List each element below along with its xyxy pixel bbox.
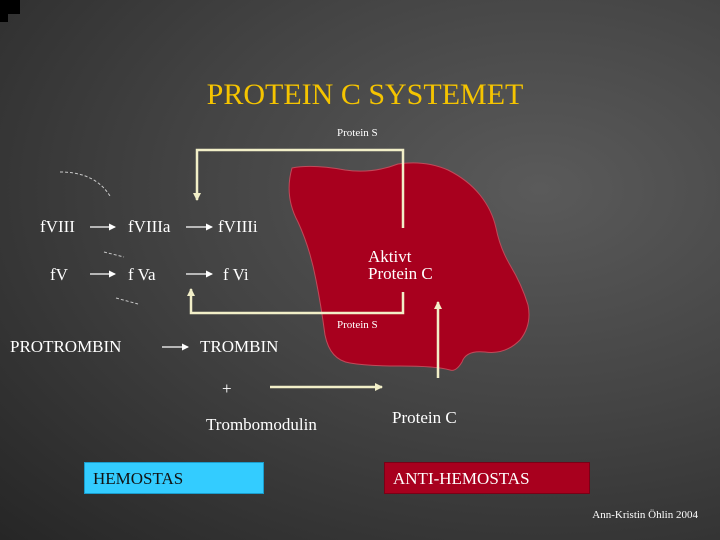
fviii-label: fVIII: [40, 217, 75, 236]
protein-c-label: Protein C: [392, 408, 457, 427]
aktivt-label: Aktivt: [368, 247, 412, 266]
author-credit: Ann-Kristin Öhlin 2004: [592, 509, 698, 521]
hemostas-box: HEMOSTAS: [84, 462, 264, 494]
active-protein-c-label: Protein C: [368, 264, 433, 283]
protein-s-feedback-line-top: [193, 148, 405, 228]
protein-s-label-top: Protein S: [337, 127, 378, 139]
dashed-stroke: [103, 251, 125, 258]
trombin-label: TROMBIN: [200, 337, 279, 356]
protein-s-label-bottom: Protein S: [337, 319, 378, 331]
corner-decoration: [0, 0, 20, 14]
fvi-label: f Vi: [223, 265, 249, 284]
fv-label: fV: [50, 265, 68, 284]
protrombin-label: PROTROMBIN: [10, 337, 122, 356]
fva-label: f Va: [128, 265, 156, 284]
corner-decoration: [0, 14, 8, 22]
fviiia-label: fVIIIa: [128, 217, 171, 236]
dashed-stroke: [115, 297, 139, 305]
protein-s-feedback-line-bottom: [187, 288, 405, 315]
anti-hemostas-box: ANTI-HEMOSTAS: [384, 462, 590, 494]
fviiii-label: fVIIIi: [218, 217, 258, 236]
dashed-curve: [59, 171, 111, 197]
plus-sign: +: [222, 379, 232, 398]
trombomodulin-label: Trombomodulin: [206, 415, 317, 434]
activated-protein-c-blob: [288, 162, 530, 371]
slide-title: PROTEIN C SYSTEMET: [206, 78, 524, 111]
